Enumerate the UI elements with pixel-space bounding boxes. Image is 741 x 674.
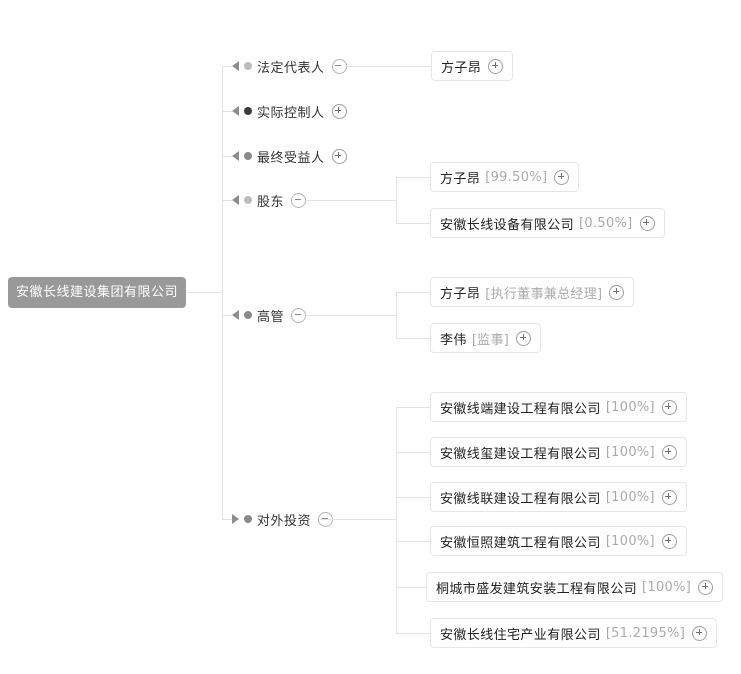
leaf-name: 方子昂	[440, 171, 481, 187]
connector-shareholders-riser	[396, 177, 397, 223]
branch-dot-icon	[244, 107, 252, 115]
leaf-shareholder-0[interactable]: 方子昂 [99.50%]	[430, 162, 580, 192]
branch-stub-actual-controller	[222, 111, 232, 112]
branch-ultimate-beneficiary[interactable]: 最终受益人	[232, 146, 347, 166]
branch-stub-legal-representative	[222, 66, 232, 67]
leaf-name: 李伟	[440, 332, 467, 348]
branch-executives[interactable]: 高管	[232, 305, 307, 325]
branch-dot-icon	[244, 62, 252, 70]
leaf-name: 安徽恒照建筑工程有限公司	[440, 535, 601, 551]
circle-plus-icon[interactable]	[661, 444, 677, 460]
circle-plus-icon[interactable]	[488, 58, 504, 74]
leaf-investment-3[interactable]: 安徽恒照建筑工程有限公司 [100%]	[430, 526, 687, 556]
leaf-legal-representative-0[interactable]: 方子昂	[431, 51, 514, 81]
leaf-name: 安徽线联建设工程有限公司	[440, 491, 601, 507]
leaf-percentage: [99.50%]	[485, 169, 548, 185]
leaf-percentage: [0.50%]	[579, 215, 633, 231]
leaf-name: 安徽线玺建设工程有限公司	[440, 446, 601, 462]
branch-label: 对外投资	[257, 513, 312, 529]
leaf-investment-1[interactable]: 安徽线玺建设工程有限公司 [100%]	[430, 437, 687, 467]
circle-plus-icon[interactable]	[331, 148, 347, 164]
connector-investment-child-2	[396, 497, 430, 498]
leaf-name: 安徽线端建设工程有限公司	[440, 401, 601, 417]
branch-dot-icon	[244, 196, 252, 204]
leaf-percentage: [100%]	[605, 399, 655, 415]
leaf-name: 安徽长线住宅产业有限公司	[440, 627, 601, 643]
leaf-percentage: [100%]	[605, 489, 655, 505]
branch-stub-executives	[222, 315, 232, 316]
circle-plus-icon[interactable]	[661, 399, 677, 415]
connector-investment-child-1	[396, 452, 430, 453]
leaf-executive-0[interactable]: 方子昂 [执行董事兼总经理]	[430, 277, 635, 307]
leaf-investment-5[interactable]: 安徽长线住宅产业有限公司 [51.2195%]	[430, 618, 718, 648]
connector-executives-riser	[396, 292, 397, 338]
leaf-percentage: [100%]	[605, 533, 655, 549]
branch-label: 最终受益人	[257, 150, 325, 166]
connector-investment-child-3	[396, 541, 430, 542]
circle-plus-icon[interactable]	[698, 579, 714, 595]
triangle-left-icon	[232, 195, 239, 205]
connector-investment-riser	[396, 407, 397, 633]
leaf-investment-4[interactable]: 桐城市盛发建筑安装工程有限公司 [100%]	[426, 572, 724, 602]
branch-actual-controller[interactable]: 实际控制人	[232, 101, 347, 121]
branch-stub-shareholders	[222, 200, 232, 201]
leaf-investment-0[interactable]: 安徽线端建设工程有限公司 [100%]	[430, 392, 687, 422]
connector-investment-child-0	[396, 407, 430, 408]
circle-plus-icon[interactable]	[554, 169, 570, 185]
branch-label: 高管	[257, 309, 285, 325]
connector-executives-stem	[304, 315, 396, 316]
connector-investment-child-5	[396, 633, 430, 634]
triangle-left-icon	[232, 61, 239, 71]
branch-stub-ultimate-beneficiary	[222, 156, 232, 157]
leaf-percentage: [100%]	[642, 579, 692, 595]
branch-dot-icon	[244, 152, 252, 160]
leaf-name: 桐城市盛发建筑安装工程有限公司	[436, 581, 638, 597]
triangle-left-icon	[232, 310, 239, 320]
branch-dot-icon	[244, 515, 252, 523]
circle-plus-icon[interactable]	[692, 625, 708, 641]
branch-label: 实际控制人	[257, 105, 325, 121]
connector-shareholders-stem	[304, 200, 396, 201]
circle-plus-icon[interactable]	[516, 330, 532, 346]
circle-plus-icon[interactable]	[661, 533, 677, 549]
leaf-role: [执行董事兼总经理]	[485, 286, 603, 302]
leaf-shareholder-1[interactable]: 安徽长线设备有限公司 [0.50%]	[430, 208, 665, 238]
circle-plus-icon[interactable]	[661, 489, 677, 505]
leaf-name: 方子昂	[441, 60, 482, 76]
connector-investment-child-4	[396, 587, 426, 588]
branch-outbound-investment[interactable]: 对外投资	[232, 509, 334, 529]
root-stem-line	[186, 292, 222, 293]
connector-investment-stem	[320, 519, 396, 520]
triangle-left-icon	[232, 106, 239, 116]
connector-executives-child-0	[396, 292, 430, 293]
branch-label: 股东	[257, 194, 285, 210]
circle-plus-icon[interactable]	[609, 284, 625, 300]
triangle-left-icon	[232, 151, 239, 161]
branch-legal-representative[interactable]: 法定代表人	[232, 56, 347, 76]
leaf-percentage: [100%]	[605, 444, 655, 460]
trunk-line	[222, 66, 223, 520]
connector-shareholders-child-1	[396, 223, 430, 224]
connector-shareholders-child-0	[396, 177, 430, 178]
leaf-percentage: [51.2195%]	[605, 625, 686, 641]
triangle-right-icon	[232, 514, 239, 524]
branch-stub-outbound-investment	[222, 519, 232, 520]
branch-label: 法定代表人	[257, 60, 325, 76]
leaf-executive-1[interactable]: 李伟 [监事]	[430, 323, 542, 353]
leaf-role: [监事]	[471, 332, 510, 348]
circle-plus-icon[interactable]	[331, 103, 347, 119]
leaf-name: 安徽长线设备有限公司	[440, 217, 575, 233]
root-company-node[interactable]: 安徽长线建设集团有限公司	[8, 277, 186, 308]
branch-dot-icon	[244, 311, 252, 319]
branch-shareholders[interactable]: 股东	[232, 190, 307, 210]
circle-plus-icon[interactable]	[639, 215, 655, 231]
leaf-name: 方子昂	[440, 286, 481, 302]
connector-legal-representative	[345, 66, 431, 67]
leaf-investment-2[interactable]: 安徽线联建设工程有限公司 [100%]	[430, 482, 687, 512]
connector-executives-child-1	[396, 338, 430, 339]
